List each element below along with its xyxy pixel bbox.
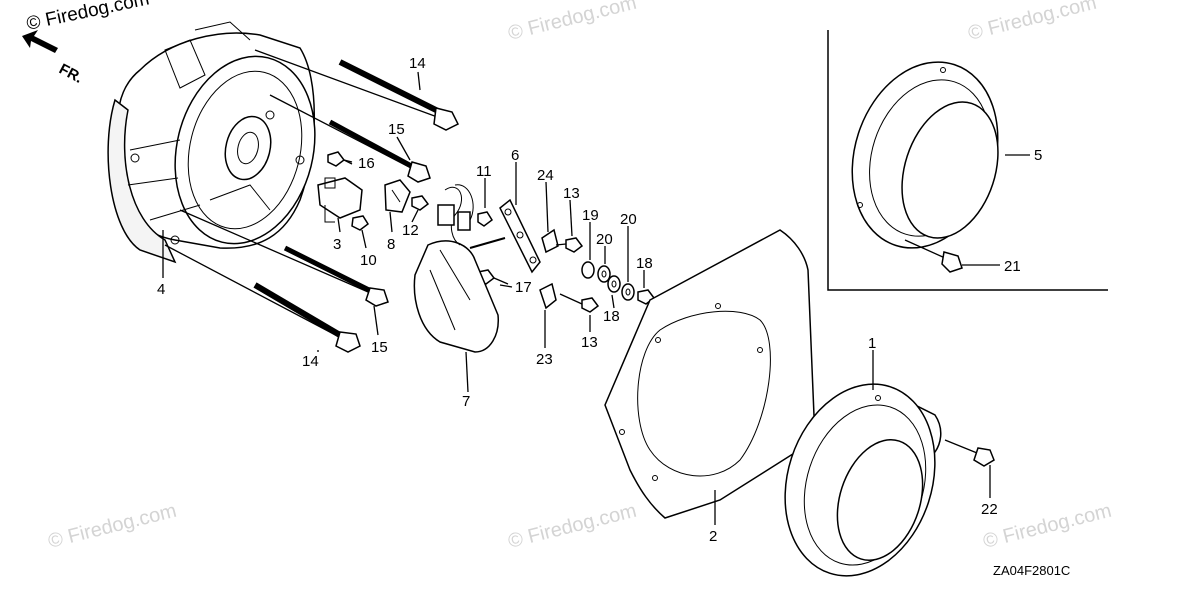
watermark-6: © Firedog.com <box>981 500 1114 553</box>
callout-19: 19 <box>582 207 599 224</box>
watermark-1: © Firedog.com <box>25 0 152 35</box>
callout-3: 3 <box>333 236 341 253</box>
callout-1: 1 <box>868 335 876 352</box>
bolt-22 <box>944 439 995 467</box>
callout-12: 12 <box>402 222 419 239</box>
watermark-4: © Firedog.com <box>46 500 179 553</box>
callout-18-right: 18 <box>636 255 653 272</box>
callout-2: 2 <box>709 528 717 545</box>
watermark-2: © Firedog.com <box>506 0 639 45</box>
inset-cover <box>851 61 999 249</box>
callout-22: 22 <box>981 501 998 518</box>
brush-cover <box>413 184 506 353</box>
callout-16: 16 <box>358 155 375 172</box>
callout-11: 11 <box>476 163 492 180</box>
terminals <box>539 228 559 310</box>
generator-housing <box>107 21 316 264</box>
bolt-21 <box>904 239 963 273</box>
callout-18-lower: 18 <box>603 308 620 325</box>
inset-frame <box>827 30 1108 291</box>
brush-holder <box>317 177 363 223</box>
condenser <box>384 179 411 213</box>
gasket-plate <box>604 229 816 519</box>
end-cover <box>784 383 942 577</box>
callout-24: 24 <box>537 167 554 184</box>
callout-17: 17 <box>515 279 532 296</box>
callout-5: 5 <box>1034 147 1042 164</box>
callout-21: 21 <box>1004 258 1021 275</box>
callout-10: 10 <box>360 252 377 269</box>
callout-13-top: 13 <box>563 185 580 202</box>
callout-8: 8 <box>387 236 395 253</box>
long-bolts <box>164 49 460 353</box>
small-bolts <box>327 151 509 285</box>
callout-15-lower: 15 <box>371 339 388 356</box>
callout-6: 6 <box>511 147 519 164</box>
callout-20-right: 20 <box>620 211 637 228</box>
nuts-and-washers <box>555 237 656 313</box>
callout-20-left: 20 <box>596 231 613 248</box>
callout-13-lower: 13 <box>581 334 598 351</box>
callout-4: 4 <box>157 281 165 298</box>
leader-lines <box>162 71 1030 525</box>
watermark-3: © Firedog.com <box>966 0 1099 45</box>
callout-14-lower: 14 <box>302 353 319 370</box>
front-arrow-icon: FR. <box>22 30 85 87</box>
callout-14-top: 14 <box>409 55 426 72</box>
callout-7: 7 <box>462 393 470 410</box>
bracket <box>499 198 541 274</box>
front-indicator: FR. <box>56 61 85 87</box>
callout-labels: 14 15 16 3 10 8 12 11 6 24 13 19 20 20 1… <box>157 55 1042 545</box>
diagram-code: ZA04F2801C <box>993 563 1070 578</box>
callout-15-top: 15 <box>388 121 405 138</box>
watermark-5: © Firedog.com <box>506 500 639 553</box>
callout-23: 23 <box>536 351 553 368</box>
